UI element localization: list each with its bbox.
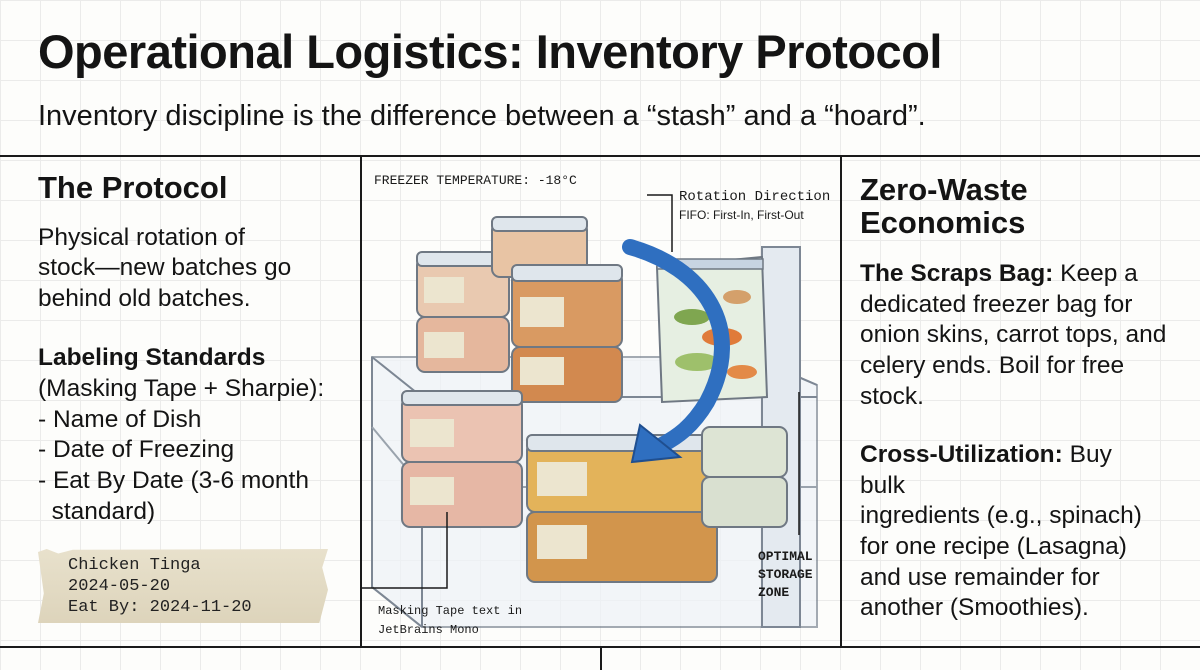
protocol-line: stock—new batches go: [38, 254, 292, 282]
rotation-subtitle: FIFO: First-In, First-Out: [679, 208, 804, 222]
labeling-standards: Labeling Standards (Masking Tape + Sharp…: [38, 343, 353, 527]
cross-text: and use remainder for: [860, 563, 1100, 591]
cross-utilization-tip: Cross-Utilization: Buy bulk ingredients …: [860, 440, 1190, 624]
labeling-item: standard): [38, 497, 156, 525]
food-container: [701, 426, 788, 528]
tape-freeze-date: 2024-05-20: [68, 577, 171, 596]
economics-heading: Zero-Waste Economics: [860, 172, 1190, 240]
protocol-section: The Protocol Physical rotation of stock—…: [38, 170, 353, 527]
food-container: [511, 264, 623, 348]
scraps-text: stock.: [860, 382, 924, 410]
tape-eat-by-date: Eat By: 2024-11-20: [68, 598, 252, 617]
rotation-title: Rotation Direction: [679, 189, 830, 205]
rotation-callout-line: [647, 194, 673, 252]
scraps-text: Keep a: [1053, 260, 1138, 288]
freezer-temperature: FREEZER TEMPERATURE: -18°C: [374, 173, 577, 188]
protocol-line: Physical rotation of: [38, 223, 245, 251]
tape-caption-line: JetBrains Mono: [378, 623, 479, 637]
economics-section: Zero-Waste Economics The Scraps Bag: Kee…: [860, 172, 1190, 624]
storage-zone-line: STORAGE: [758, 567, 813, 582]
protocol-line: behind old batches.: [38, 284, 251, 312]
economics-heading-line: Economics: [860, 204, 1026, 240]
food-container: [526, 434, 718, 513]
economics-heading-line: Zero-Waste: [860, 172, 1028, 207]
scraps-text: onion skins, carrot tops, and: [860, 321, 1167, 349]
rotation-arrow-head: [630, 423, 683, 464]
storage-zone-line: OPTIMAL: [758, 549, 813, 564]
cross-text: ingredients (e.g., spinach): [860, 502, 1142, 530]
cross-text: for one recipe (Lasagna): [860, 533, 1127, 561]
food-container: [401, 461, 523, 528]
cross-text: Buy: [1062, 441, 1112, 469]
page-title: Operational Logistics: Inventory Protoco…: [38, 25, 942, 78]
right-column-divider: [840, 155, 842, 646]
labeling-item: - Name of Dish: [38, 405, 202, 433]
footer-tick: [600, 646, 602, 670]
labeling-item: - Date of Freezing: [38, 436, 235, 464]
food-container: [511, 346, 623, 403]
protocol-heading: The Protocol: [38, 170, 228, 205]
tape-callout-line: [362, 512, 448, 589]
scraps-bag-tip: The Scraps Bag: Keep a dedicated freezer…: [860, 259, 1190, 412]
protocol-description: Physical rotation of stock—new batches g…: [38, 223, 353, 315]
food-container: [416, 316, 510, 373]
header-divider: [0, 155, 1200, 157]
storage-zone-line: ZONE: [758, 585, 789, 600]
food-container: [526, 511, 718, 583]
labeling-item: - Eat By Date (3-6 month: [38, 466, 309, 494]
freezer-illustration: FREEZER TEMPERATURE: -18°C Rotation Dire…: [362, 173, 830, 637]
labeling-subheading: (Masking Tape + Sharpie):: [38, 375, 325, 403]
page-subtitle: Inventory discipline is the difference b…: [38, 100, 926, 132]
cross-text: bulk: [860, 471, 905, 499]
masking-tape-label: Chicken Tinga 2024-05-20 Eat By: 2024-11…: [38, 549, 328, 623]
cross-label: Cross-Utilization:: [860, 441, 1063, 469]
scraps-label: The Scraps Bag:: [860, 260, 1054, 288]
labeling-heading: Labeling Standards: [38, 344, 266, 372]
tape-dish-name: Chicken Tinga: [68, 556, 201, 575]
food-container: [416, 251, 510, 318]
scraps-bag: [655, 255, 769, 404]
scraps-text: dedicated freezer bag for: [860, 290, 1133, 318]
left-column-divider: [360, 155, 362, 646]
cross-text: another (Smoothies).: [860, 594, 1089, 622]
food-container: [401, 390, 523, 463]
tape-caption-line: Masking Tape text in: [378, 604, 522, 618]
rotation-arrow: [622, 239, 730, 453]
scraps-text: celery ends. Boil for free: [860, 351, 1125, 379]
